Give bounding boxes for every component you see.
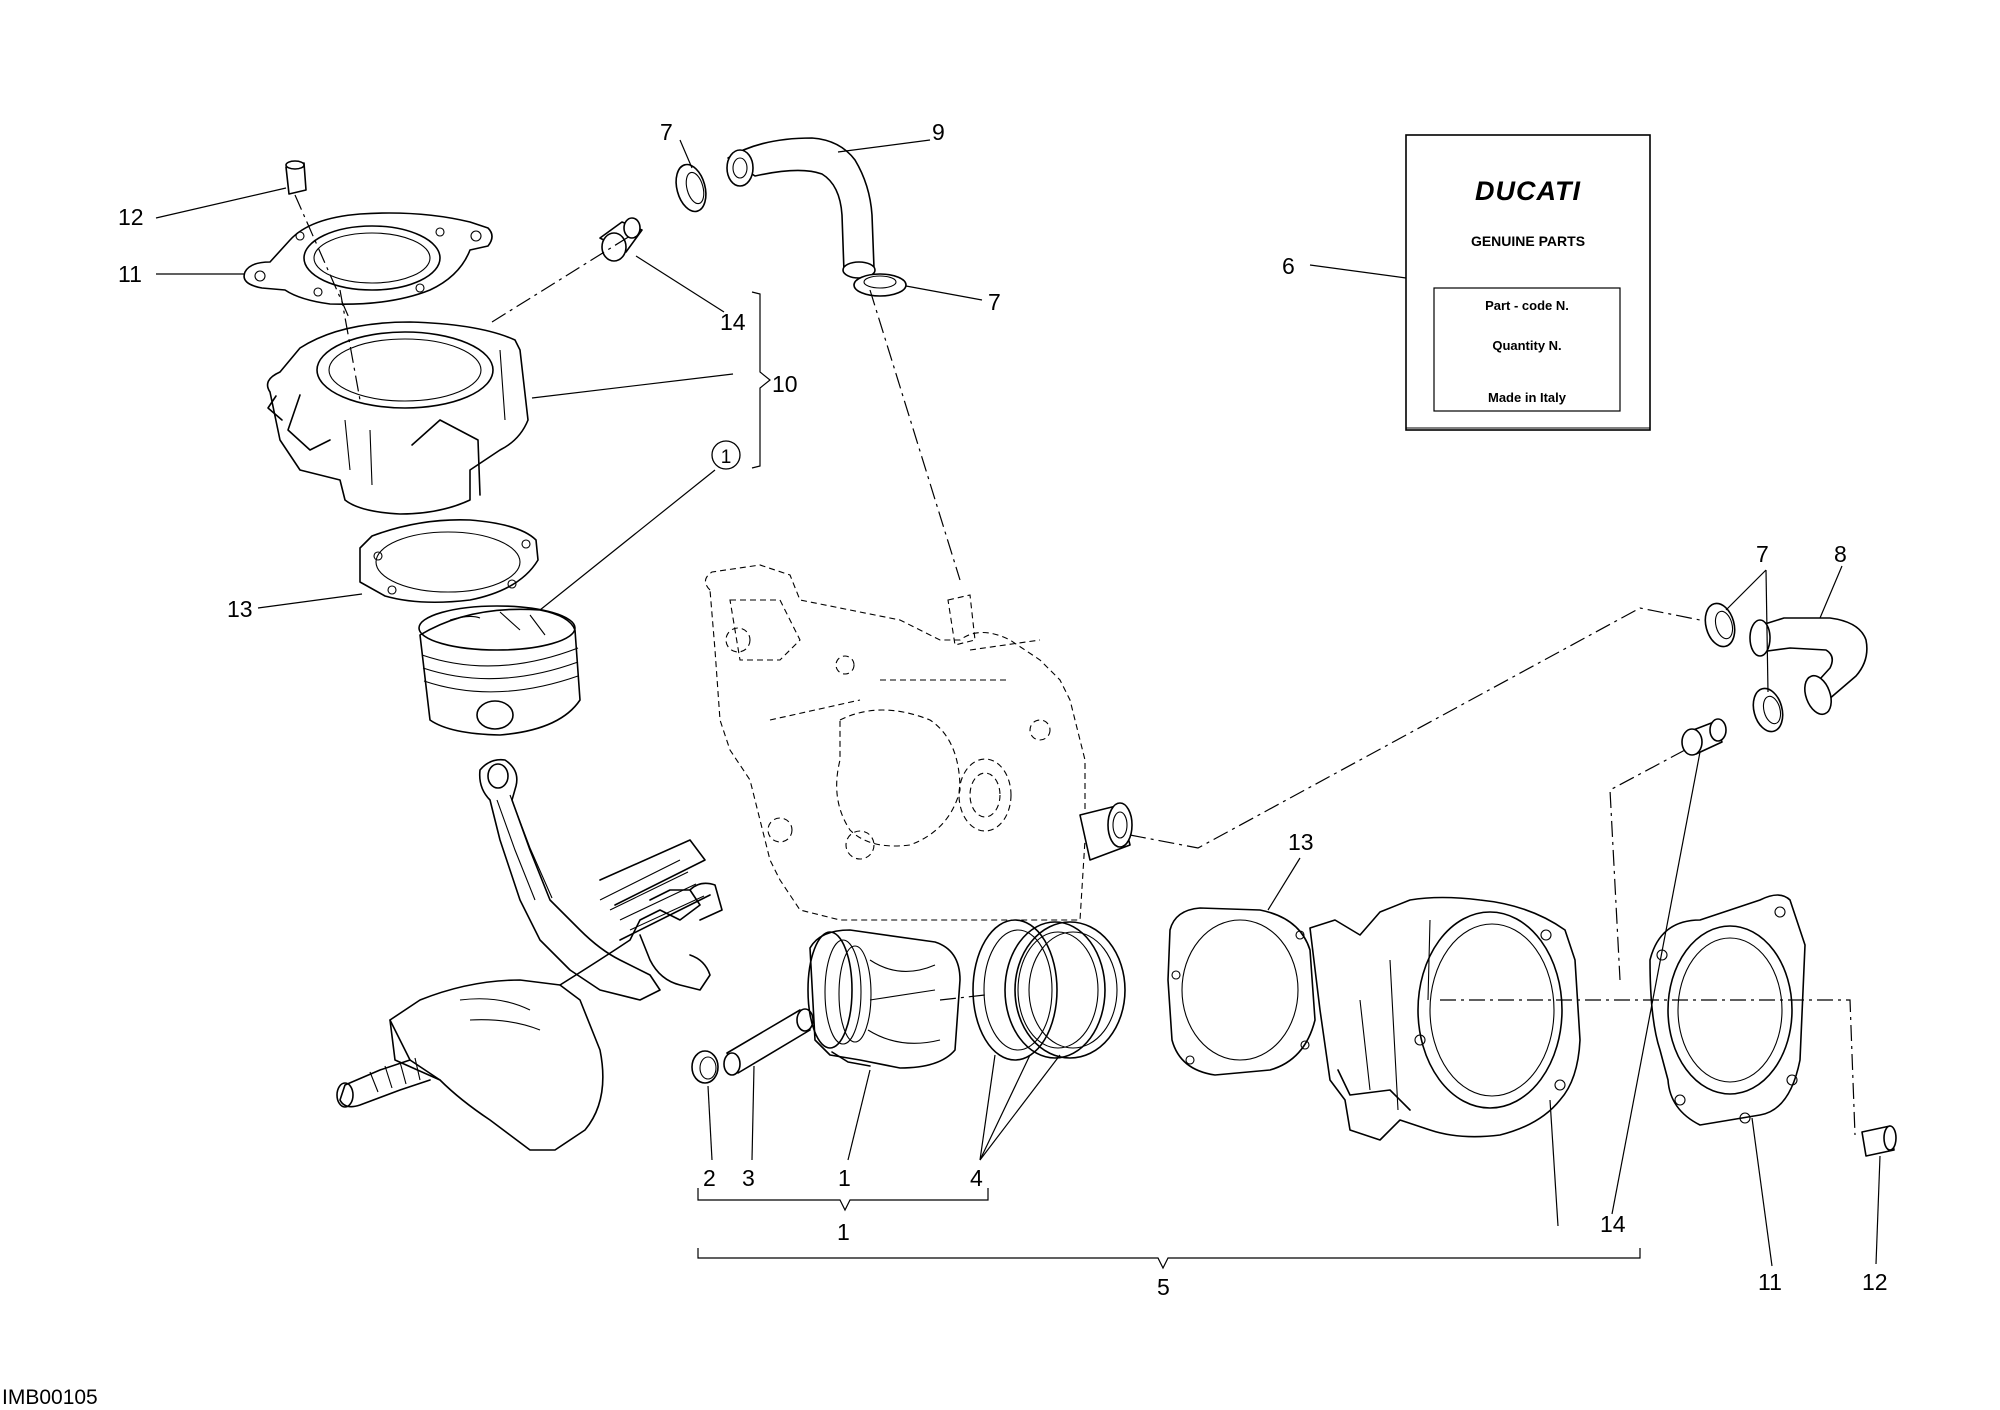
tag-field-box bbox=[1433, 287, 1621, 412]
cylinder-bottom bbox=[1309, 896, 1581, 1141]
cylinder-base-gasket-bottom bbox=[1167, 907, 1316, 1076]
tag-field-quantity: Quantity N. bbox=[1492, 338, 1561, 353]
callout-13-top: 13 bbox=[227, 596, 253, 622]
hose-clamp-7a bbox=[675, 163, 707, 213]
cylinder-top bbox=[266, 321, 529, 515]
hose-8 bbox=[1749, 617, 1868, 716]
callout-labels: 12 11 13 7 9 7 14 10 1 6 7 8 13 2 3 1 4 … bbox=[118, 119, 1888, 1300]
dowel-pin-bottom bbox=[1861, 1125, 1897, 1157]
tag-field-part-code: Part - code N. bbox=[1485, 298, 1569, 313]
head-gasket-bottom bbox=[1649, 894, 1806, 1126]
callout-7b: 7 bbox=[988, 289, 1001, 315]
callout-13-bottom: 13 bbox=[1288, 829, 1314, 855]
callout-4: 4 bbox=[970, 1165, 983, 1191]
tag-subtitle: GENUINE PARTS bbox=[1471, 233, 1585, 249]
piston-top bbox=[418, 605, 581, 736]
callout-7a: 7 bbox=[660, 119, 673, 145]
brace-10 bbox=[751, 291, 771, 469]
hose-clamp-7d bbox=[1752, 687, 1784, 733]
crankcase-outline bbox=[704, 564, 1086, 921]
callout-3: 3 bbox=[742, 1165, 755, 1191]
callout-8: 8 bbox=[1834, 541, 1847, 567]
brace-1 bbox=[697, 1188, 989, 1212]
tag-field-origin: Made in Italy bbox=[1488, 390, 1567, 405]
cylinder-base-gasket-top bbox=[359, 519, 539, 604]
callout-1-brace: 1 bbox=[837, 1219, 850, 1245]
piston-bottom bbox=[807, 929, 961, 1069]
callout-10: 10 bbox=[772, 371, 798, 397]
leader-lines bbox=[155, 139, 1881, 1267]
callout-circled-1: 1 bbox=[711, 440, 741, 470]
brand-logo: DUCATI bbox=[1475, 176, 1581, 206]
callout-5: 5 bbox=[1157, 1274, 1170, 1300]
brace-5 bbox=[697, 1248, 1641, 1270]
callout-6: 6 bbox=[1282, 253, 1295, 279]
svg-text:1: 1 bbox=[721, 447, 732, 468]
hose-9 bbox=[726, 137, 876, 279]
callout-11-bottom: 11 bbox=[1758, 1269, 1782, 1295]
connecting-rod bbox=[478, 758, 661, 1001]
callout-12-bottom: 12 bbox=[1862, 1269, 1888, 1295]
piston-rings-4 bbox=[972, 919, 1126, 1061]
genuine-parts-tag: DUCATI GENUINE PARTS Part - code N. Quan… bbox=[1405, 134, 1651, 431]
callout-14-top: 14 bbox=[720, 309, 746, 335]
hose-clamp-7c bbox=[1704, 602, 1736, 648]
assembly-axes bbox=[294, 194, 1856, 1136]
callout-1: 1 bbox=[838, 1165, 851, 1191]
crankcase-water-fitting bbox=[1079, 802, 1133, 861]
head-gasket-top bbox=[243, 212, 493, 306]
union-fitting-14-right bbox=[1681, 718, 1727, 756]
callout-2: 2 bbox=[703, 1165, 716, 1191]
callout-11-top: 11 bbox=[118, 261, 142, 287]
circlip-2 bbox=[691, 1050, 719, 1084]
drawing-reference: IMB00105 bbox=[2, 1386, 98, 1409]
crankshaft bbox=[336, 839, 723, 1151]
callout-14-bottom: 14 bbox=[1600, 1211, 1626, 1237]
piston-pin-3 bbox=[723, 1008, 814, 1076]
callout-12-top: 12 bbox=[118, 204, 144, 230]
hose-clamp-7b bbox=[853, 273, 907, 297]
union-fitting-14-top bbox=[599, 217, 643, 262]
callout-9: 9 bbox=[932, 119, 945, 145]
dowel-pin-top bbox=[285, 160, 307, 195]
callout-7c: 7 bbox=[1756, 541, 1769, 567]
